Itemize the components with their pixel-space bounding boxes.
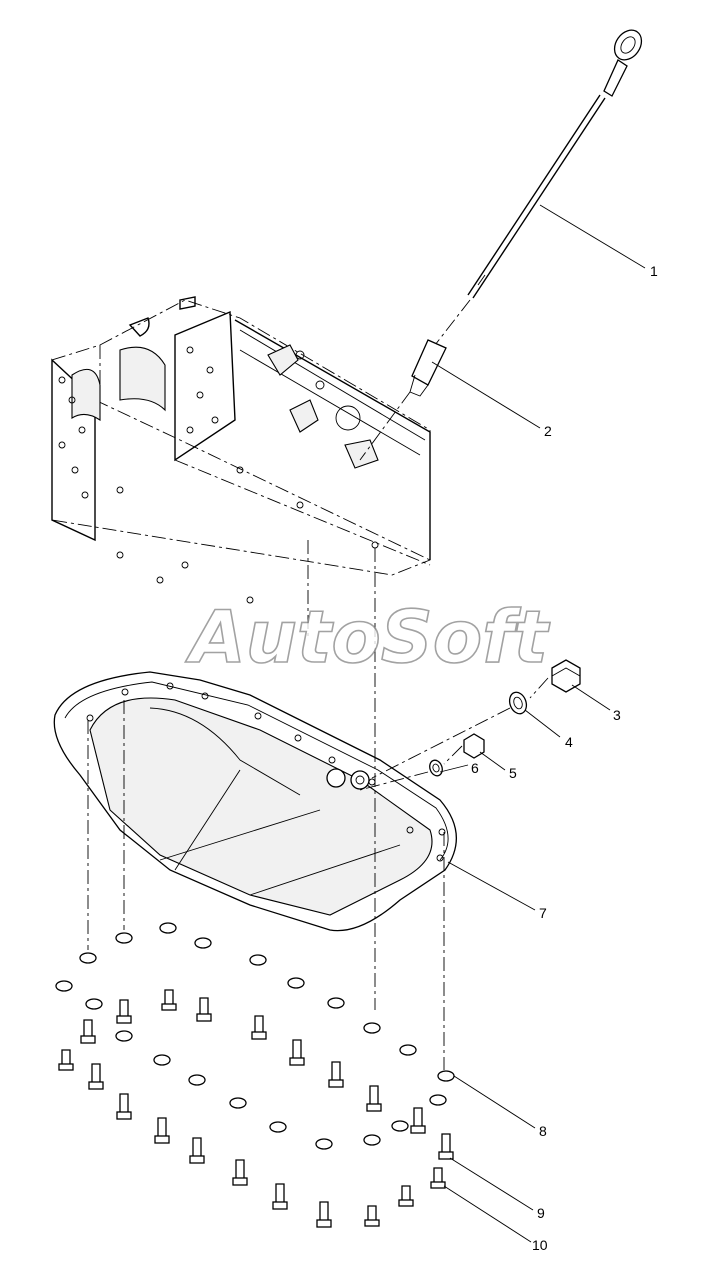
oil-pan (53, 671, 457, 932)
callout-6: 6 (471, 760, 479, 776)
watermark: AutoSoft (185, 595, 551, 679)
sealing-washer-large (508, 691, 528, 715)
leader-lines (431, 204, 646, 1243)
callout-5: 5 (509, 765, 517, 781)
sealing-washer-small (429, 759, 443, 777)
drain-plug-small (463, 733, 485, 759)
callout-10: 10 (532, 1237, 548, 1253)
washer-group (55, 922, 455, 1150)
drain-plug-large (551, 659, 581, 693)
bolt-group (58, 989, 454, 1228)
dipstick-tube (359, 299, 471, 461)
alignment-lines (87, 540, 445, 1070)
callout-1: 1 (650, 263, 658, 279)
callout-7: 7 (539, 905, 547, 921)
callout-2: 2 (544, 423, 552, 439)
callout-3: 3 (613, 707, 621, 723)
dipstick (467, 29, 643, 299)
callout-4: 4 (565, 734, 573, 750)
callout-9: 9 (537, 1205, 545, 1221)
callout-8: 8 (539, 1123, 547, 1139)
engine-block (51, 296, 431, 604)
